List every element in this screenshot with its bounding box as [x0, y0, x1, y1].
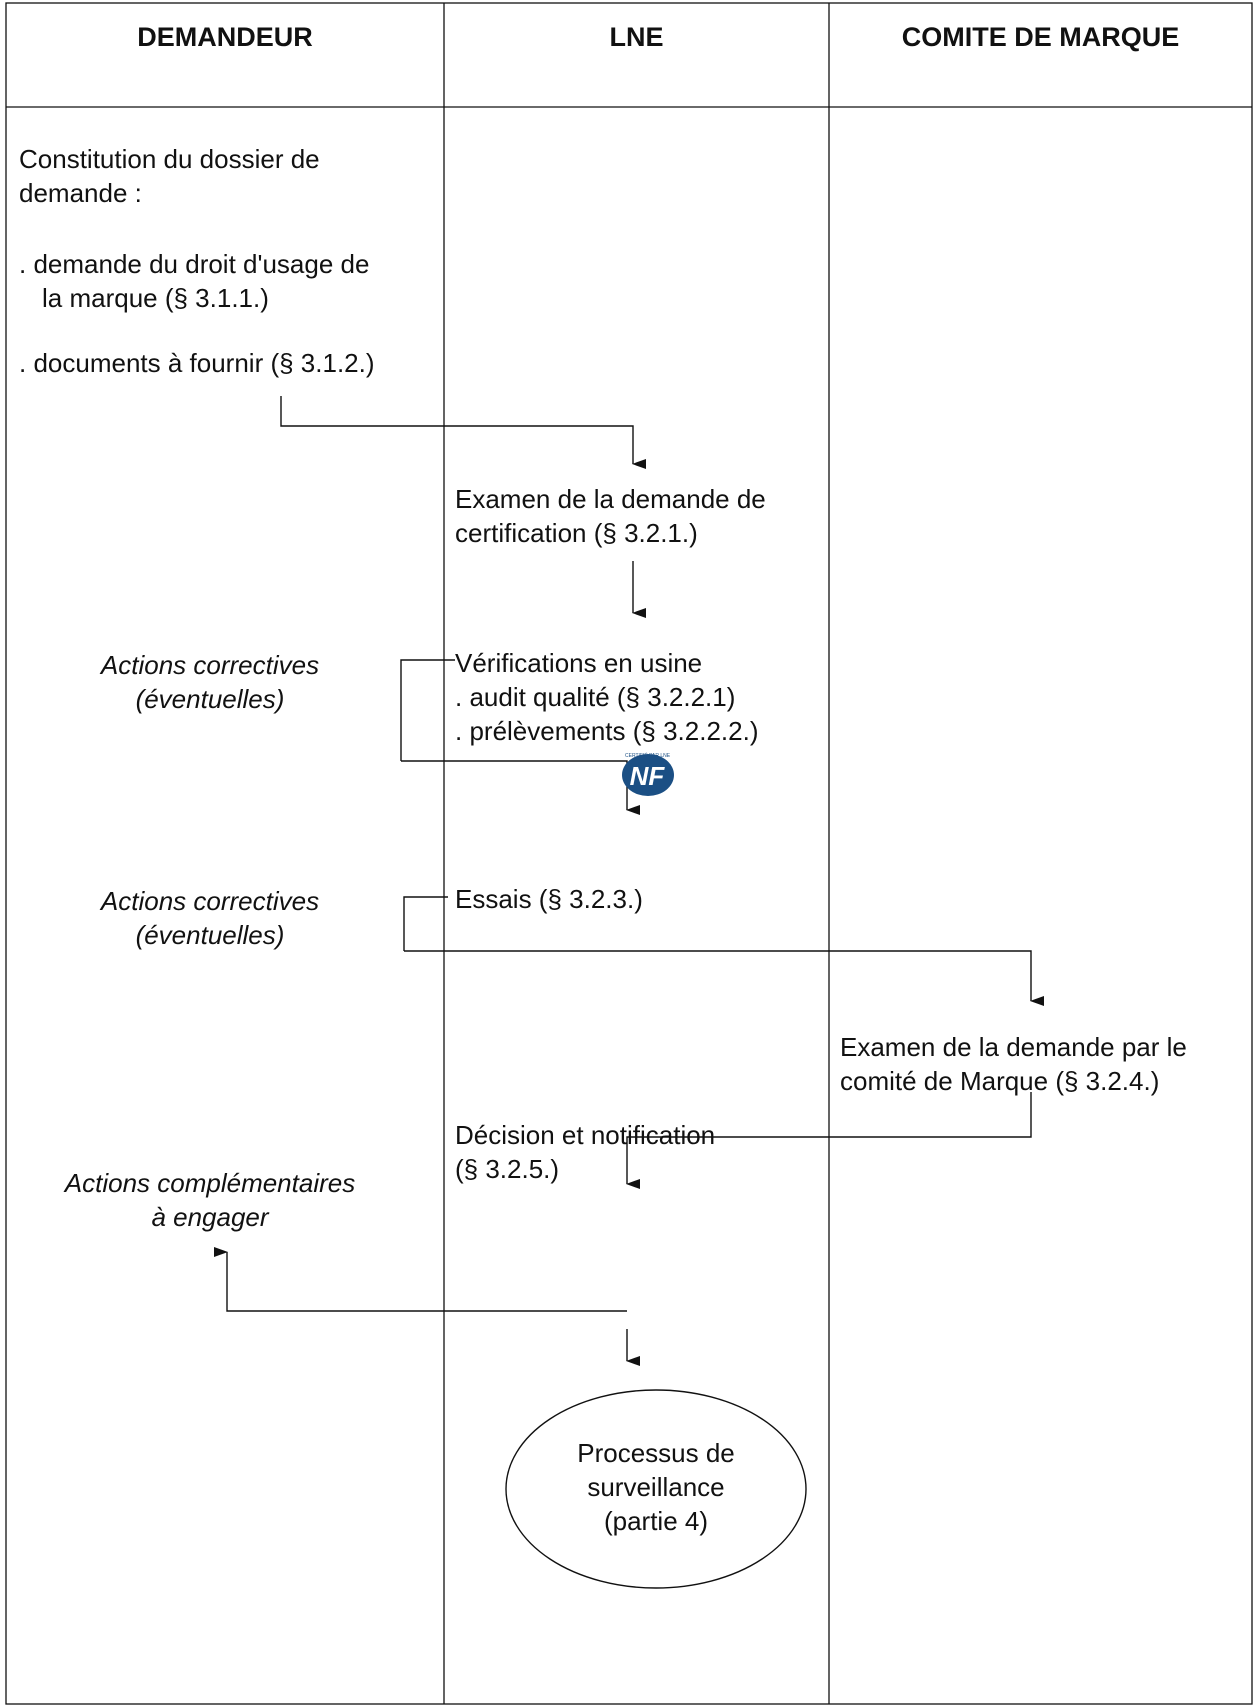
- nf-logo-text: NF: [630, 761, 666, 791]
- arrow-comite-to-decision: [626, 1092, 1032, 1189]
- actions-correctives-1: Actions correctives (éventuelles): [100, 650, 320, 714]
- actions-complementaires: Actions complémentaires à engager: [64, 1168, 356, 1232]
- demande-droit-usage: . demande du droit d'usage de la marque …: [19, 249, 370, 313]
- arrow-verifications-to-essais: [401, 760, 640, 815]
- constitution-dossier: Constitution du dossier de demande :: [19, 144, 320, 208]
- arrow-dossier-to-examen: [280, 396, 646, 469]
- examen-demande-certification: Examen de la demande de certification (§…: [455, 484, 766, 548]
- arrow-to-actions-complementaires: [214, 1247, 627, 1312]
- nf-logo: NF CERTIFIÉ PAR LNE: [622, 752, 674, 796]
- arrow-essais-to-comite: [404, 950, 1044, 1006]
- examen-comite-marque: Examen de la demande par le comité de Ma…: [840, 1032, 1187, 1096]
- essais: Essais (§ 3.2.3.): [455, 884, 643, 914]
- table-border: [5, 2, 1253, 1705]
- verifications-en-usine: Vérifications en usine . audit qualité (…: [455, 648, 759, 746]
- nf-logo-arc-text: CERTIFIÉ PAR LNE: [625, 752, 671, 759]
- actions-correctives-2: Actions correctives (éventuelles): [100, 886, 320, 950]
- bracket-actions-correctives-2: [403, 896, 448, 951]
- decision-notification: Décision et notification (§ 3.2.5.): [455, 1120, 716, 1184]
- documents-a-fournir: . documents à fournir (§ 3.1.2.): [19, 348, 375, 378]
- header-comite: COMITE DE MARQUE: [901, 22, 1180, 52]
- processus-ellipse: [505, 1389, 807, 1589]
- header-lne: LNE: [609, 22, 664, 52]
- processus-surveillance: Processus de surveillance (partie 4): [577, 1438, 735, 1536]
- bracket-actions-correctives-1: [400, 659, 455, 761]
- header-demandeur: DEMANDEUR: [137, 22, 313, 52]
